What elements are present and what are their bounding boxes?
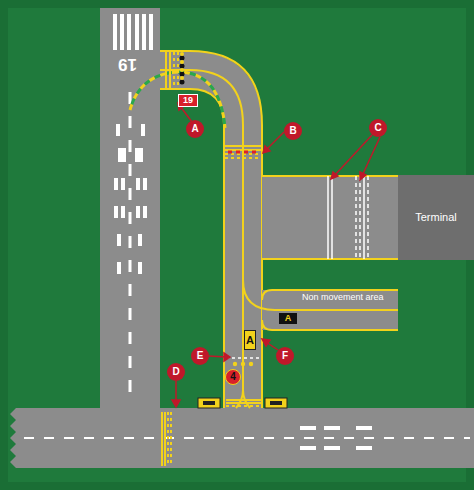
taxiway-location-sign: A — [244, 330, 256, 350]
callout-letter: A — [186, 120, 204, 138]
node-text: C — [374, 123, 381, 133]
node-text: 4 — [230, 372, 236, 382]
node-text: F — [282, 351, 288, 361]
callout-letter: E — [191, 347, 209, 365]
callout-letter: F — [276, 347, 294, 365]
node-text: E — [197, 351, 204, 361]
node-text: A — [285, 314, 292, 323]
node-text: B — [289, 126, 296, 136]
node-text: A — [191, 124, 198, 134]
runway-holding-sign: 19 — [178, 94, 198, 107]
mandatory-sign-marking: 4 — [225, 369, 241, 385]
node-text: D — [172, 367, 179, 377]
runway-number: 19 — [118, 56, 137, 73]
node-text: A — [246, 335, 254, 346]
terminal-building: Terminal — [398, 175, 474, 260]
taxiway-direction-sign: A — [279, 313, 297, 324]
area-label: Non movement area — [302, 293, 384, 302]
node-text: Terminal — [415, 212, 457, 223]
callout-letter: C — [369, 119, 387, 137]
callout-letter: D — [167, 363, 185, 381]
node-text: 19 — [183, 96, 193, 105]
callout-letter: B — [284, 122, 302, 140]
